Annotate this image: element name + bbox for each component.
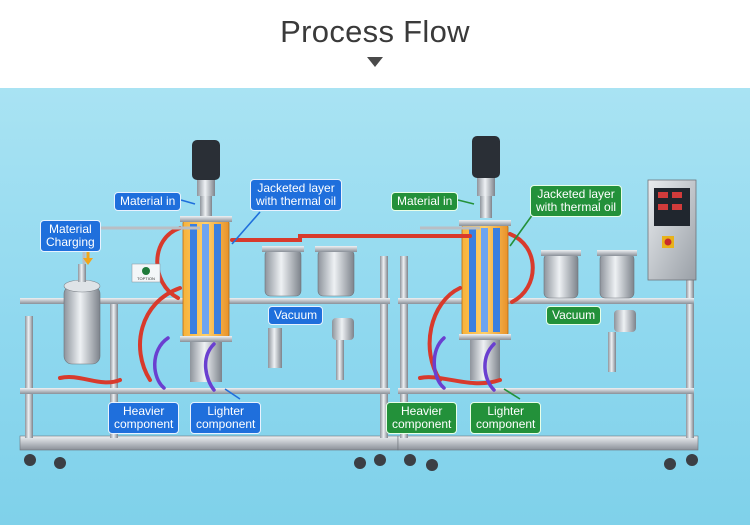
control-cabinet (647, 179, 697, 281)
motor-left (192, 140, 220, 216)
jacketed-layer-label-right: Jacketed layer with thermal oil (530, 185, 623, 217)
process-diagram: TOPTION Material in Material Charging Ja… (0, 88, 750, 525)
brand-logo: TOPTION (131, 263, 161, 283)
callout-pointers (180, 199, 261, 400)
chevron-down-icon (367, 57, 383, 67)
lighter-component-label-left: Lighter component (190, 402, 262, 434)
base-frame-right (397, 256, 699, 451)
callout-pointers-right (457, 199, 534, 400)
lighter-component-label-right: Lighter component (470, 402, 542, 434)
jacketed-layer-label-left: Jacketed layer with thermal oil (250, 179, 343, 211)
receiver-vessels-left (262, 246, 357, 380)
caster-wheels (24, 454, 698, 471)
vacuum-label-left: Vacuum (268, 306, 324, 325)
equipment-illustration: TOPTION (19, 136, 699, 471)
receiver-vessels-right (541, 250, 637, 372)
heavier-component-label-left: Heavier component (108, 402, 180, 434)
motor-right (472, 136, 500, 218)
brand-logo-text: TOPTION (137, 276, 155, 281)
material-in-label-left: Material in (114, 192, 182, 211)
evaporator-left (180, 216, 232, 382)
vacuum-label-right: Vacuum (546, 306, 602, 325)
product-outlet-lines (153, 336, 496, 392)
material-in-label-right: Material in (391, 192, 459, 211)
page-header: Process Flow (0, 0, 750, 88)
page-title: Process Flow (280, 14, 470, 49)
heavier-component-label-right: Heavier component (386, 402, 458, 434)
material-charging-label: Material Charging (40, 220, 101, 252)
feed-tank (63, 264, 101, 365)
